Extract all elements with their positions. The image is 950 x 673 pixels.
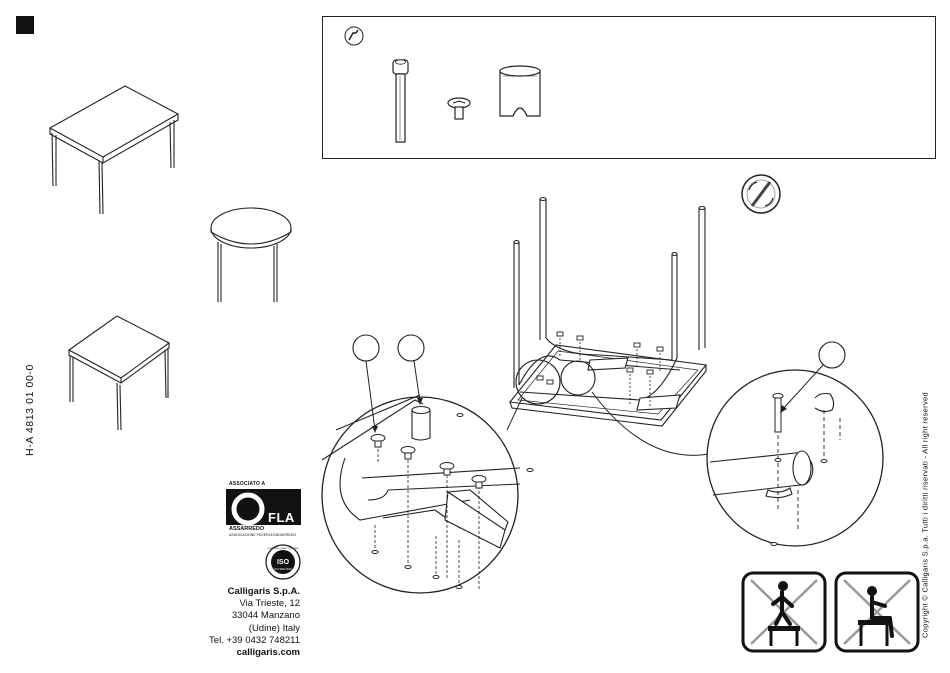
fla-sub-label: ASSOCIAZIONE FEDERLEGNOARREDO xyxy=(229,533,296,537)
company-address: Calligaris S.p.A. Via Trieste, 12 33044 … xyxy=(209,586,300,659)
company-street: Via Trieste, 12 xyxy=(209,598,300,610)
fla-wordmark: FLA xyxy=(268,510,295,525)
iso-number: ISO 9001:2015 xyxy=(274,567,292,571)
company-name: Calligaris S.p.A. xyxy=(209,586,300,598)
fla-brand-label: ASSARREDO xyxy=(229,526,264,532)
company-region: (Udine) Italy xyxy=(209,623,300,635)
company-website[interactable]: calligaris.com xyxy=(209,647,300,659)
company-city: 33044 Manzano xyxy=(209,610,300,622)
fla-associated-label: ASSOCIATO A xyxy=(229,481,265,487)
iso-ring-text: CERTIFIED QUALITY SYSTEM xyxy=(267,547,298,550)
iso-certification-seal: ISO ISO 9001:2015 CERTIFIED QUALITY SYST… xyxy=(265,544,301,580)
no-standing-on-table-icon xyxy=(743,573,825,651)
company-phone: Tel. +39 0432 748211 xyxy=(209,635,300,647)
no-sitting-on-table-icon xyxy=(836,573,918,651)
iso-label: ISO xyxy=(277,559,290,566)
